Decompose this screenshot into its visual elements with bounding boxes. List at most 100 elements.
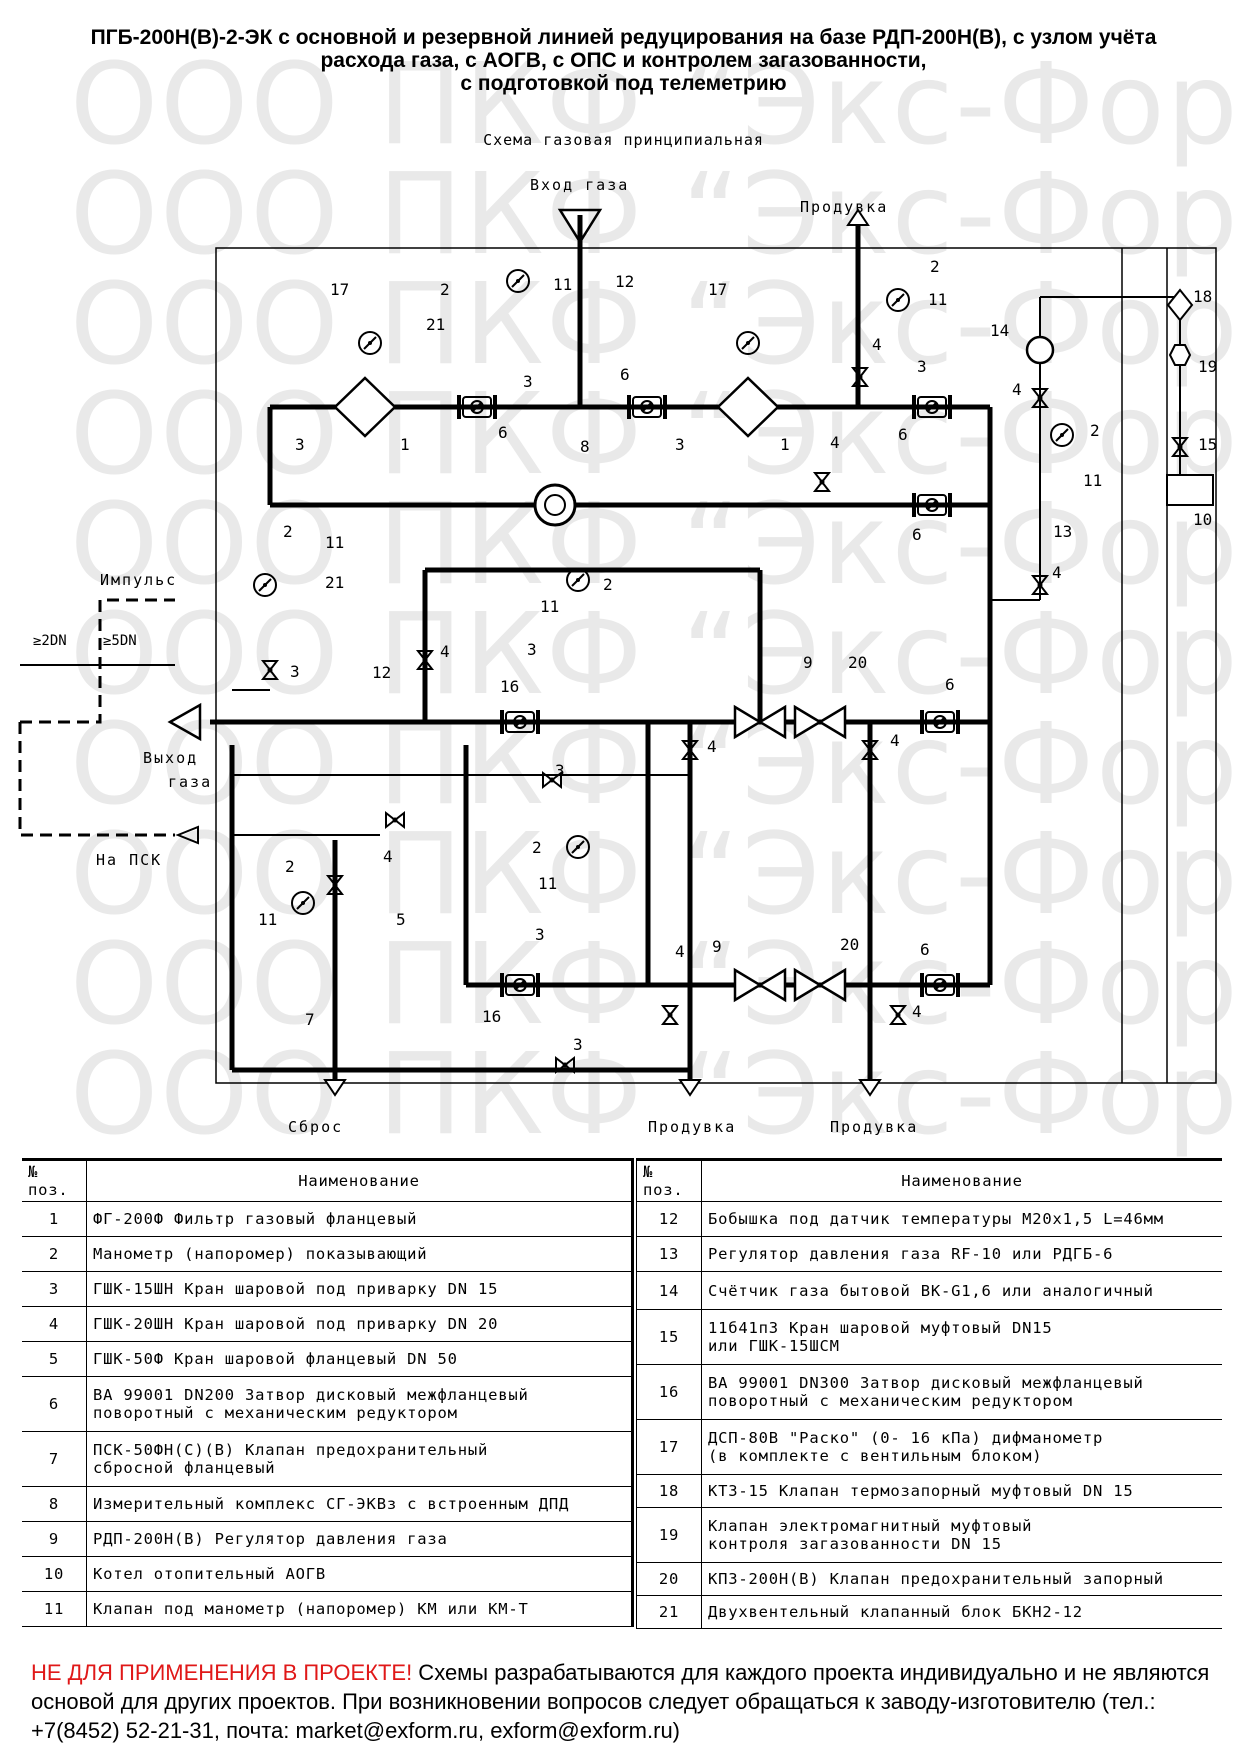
svg-text:2: 2	[283, 522, 293, 541]
svg-text:6: 6	[620, 365, 630, 384]
svg-text:2: 2	[532, 838, 542, 857]
svg-text:3: 3	[573, 1035, 583, 1054]
svg-text:18: 18	[1193, 287, 1212, 306]
outlet-label-1: Выход	[143, 749, 198, 767]
svg-text:11: 11	[553, 275, 572, 294]
svg-text:1: 1	[780, 435, 790, 454]
diagram-subtitle: Схема газовая принципиальная	[483, 131, 764, 149]
svg-text:4: 4	[1012, 380, 1022, 399]
svg-text:4: 4	[830, 433, 840, 452]
svg-text:7: 7	[305, 1010, 315, 1029]
purge-bottom-label-2: Продувка	[830, 1118, 918, 1136]
svg-text:11: 11	[538, 874, 557, 893]
svg-text:16: 16	[482, 1007, 501, 1026]
svg-text:6: 6	[920, 940, 930, 959]
svg-text:12: 12	[615, 272, 634, 291]
svg-text:19: 19	[1198, 357, 1217, 376]
svg-text:3: 3	[917, 357, 927, 376]
svg-text:1: 1	[400, 435, 410, 454]
svg-text:14: 14	[990, 321, 1009, 340]
table-header-row: № поз. Наименование	[22, 1158, 633, 1202]
svg-text:13: 13	[1053, 522, 1072, 541]
dim-2dn-label: ≥2DN	[33, 633, 67, 649]
svg-text:3: 3	[555, 761, 565, 780]
impulse-label: Импульс	[100, 571, 177, 589]
svg-text:11: 11	[258, 910, 277, 929]
svg-text:4: 4	[872, 335, 882, 354]
svg-text:6: 6	[498, 423, 508, 442]
svg-text:8: 8	[580, 437, 590, 456]
svg-text:17: 17	[330, 280, 349, 299]
svg-text:4: 4	[383, 847, 393, 866]
svg-text:4: 4	[707, 737, 717, 756]
discharge-label: Сброс	[288, 1118, 343, 1136]
svg-text:4: 4	[675, 942, 685, 961]
header-name: Наименование	[701, 1158, 1222, 1202]
purge-bottom-label-1: Продувка	[648, 1118, 736, 1136]
svg-text:10: 10	[1193, 510, 1212, 529]
svg-text:15: 15	[1198, 435, 1217, 454]
svg-text:16: 16	[500, 677, 519, 696]
table-header-row: № поз. Наименование	[636, 1158, 1222, 1202]
svg-text:11: 11	[1083, 471, 1102, 490]
page-title: ПГБ-200Н(В)-2-ЭК с основной и резервной …	[0, 26, 1247, 95]
svg-text:5: 5	[396, 910, 406, 929]
svg-text:2: 2	[285, 857, 295, 876]
dim-5dn-label: ≥5DN	[103, 633, 137, 649]
disclaimer-text: Схемы разрабатываются для каждого проект…	[31, 1660, 1210, 1743]
svg-text:2: 2	[1090, 421, 1100, 440]
svg-text:9: 9	[803, 653, 813, 672]
disclaimer-note: НЕ ДЛЯ ПРИМЕНЕНИЯ В ПРОЕКТЕ! Схемы разра…	[31, 1658, 1226, 1745]
svg-text:17: 17	[708, 280, 727, 299]
svg-text:2: 2	[603, 575, 613, 594]
svg-text:20: 20	[848, 653, 867, 672]
svg-text:2: 2	[440, 280, 450, 299]
outlet-label-2: газа	[168, 773, 212, 791]
svg-text:20: 20	[840, 935, 859, 954]
header-name: Наименование	[86, 1158, 633, 1202]
svg-text:4: 4	[1052, 563, 1062, 582]
svg-text:3: 3	[295, 435, 305, 454]
svg-text:9: 9	[712, 937, 722, 956]
svg-text:4: 4	[912, 1002, 922, 1021]
title-line-2: расхода газа, с АОГВ, с ОПС и контролем …	[320, 49, 927, 72]
header-pos: № поз.	[22, 1158, 87, 1202]
title-line-3: с подготовкой под телеметрию	[460, 72, 787, 95]
svg-text:3: 3	[527, 640, 537, 659]
to-psk-label: На ПСК	[96, 851, 162, 869]
svg-text:21: 21	[325, 573, 344, 592]
svg-text:3: 3	[290, 662, 300, 681]
svg-text:6: 6	[898, 425, 908, 444]
svg-text:11: 11	[325, 533, 344, 552]
purge-top-label: Продувка	[800, 198, 888, 216]
svg-text:4: 4	[440, 642, 450, 661]
header-pos: № поз.	[636, 1158, 702, 1202]
svg-text:4: 4	[890, 731, 900, 750]
svg-text:3: 3	[523, 372, 533, 391]
svg-text:11: 11	[540, 597, 559, 616]
title-line-1: ПГБ-200Н(В)-2-ЭК с основной и резервной …	[90, 26, 1157, 49]
